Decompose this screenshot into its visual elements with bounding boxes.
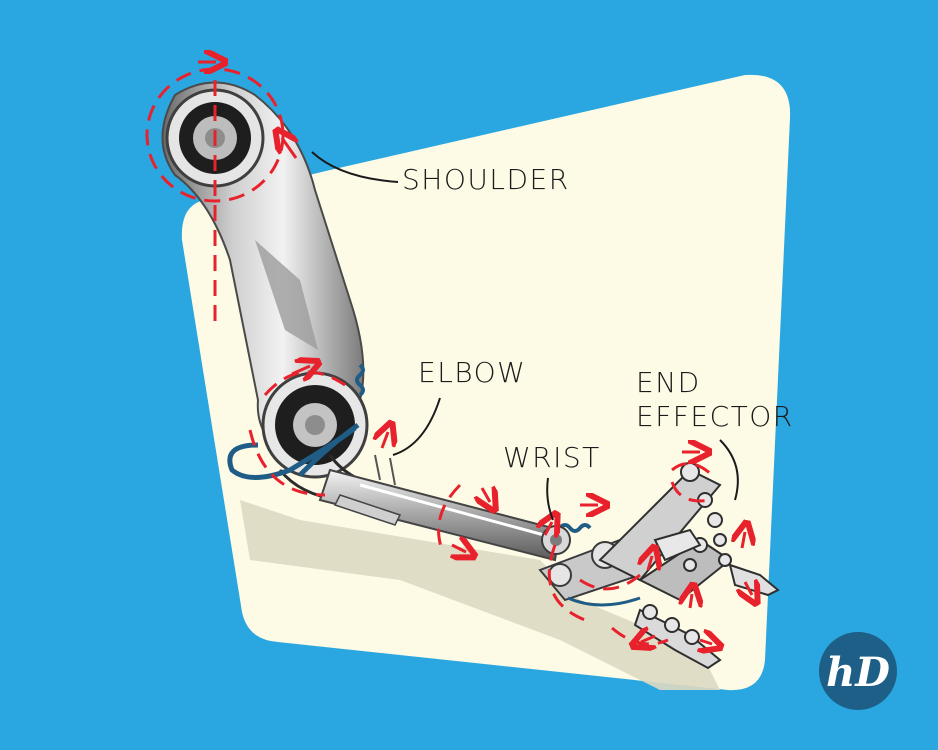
cables xyxy=(227,363,592,533)
shoulder-leader xyxy=(311,151,399,183)
shoulder-rotation-indicator xyxy=(145,62,296,330)
rotation-arrow-icon xyxy=(690,594,692,609)
rotation-arrow-icon xyxy=(482,488,490,502)
leader-lines xyxy=(311,151,739,521)
end-effector-rotation-indicator xyxy=(611,452,752,644)
rotation-arrow-icon xyxy=(291,366,310,374)
rotation-arrow-icon xyxy=(742,532,745,549)
wrist-label: WRIST xyxy=(503,441,601,474)
rotation-arrow-icon xyxy=(282,138,296,159)
arm-shadow xyxy=(240,500,720,690)
rotation-arrow-icon xyxy=(641,636,655,642)
motion-indicators xyxy=(145,62,752,644)
rotation-arrow-icon xyxy=(382,432,388,449)
rotation-arrow-icon xyxy=(648,556,652,570)
elbow-rotation-indicator xyxy=(248,366,388,497)
logo-icon: hD xyxy=(819,632,897,710)
forearm-rotation-indicator xyxy=(437,483,490,552)
rotation-arrow-icon xyxy=(545,522,552,535)
wrist-rotation-indicator xyxy=(545,505,641,622)
rotation-arrow-icon xyxy=(700,640,712,644)
end-effector-label-line1: END xyxy=(636,366,701,399)
elbow-leader xyxy=(392,397,441,456)
elbow-label: ELBOW xyxy=(418,356,526,389)
shoulder-label: SHOULDER xyxy=(402,163,570,196)
rotation-arrow-icon xyxy=(452,545,466,552)
rotation-arrow-icon xyxy=(745,582,752,595)
wrist-leader xyxy=(546,477,554,521)
end-effector-label-line2: EFFECTOR xyxy=(636,400,794,433)
end-effector-leader xyxy=(719,439,739,501)
logo-text: hD xyxy=(826,649,890,696)
